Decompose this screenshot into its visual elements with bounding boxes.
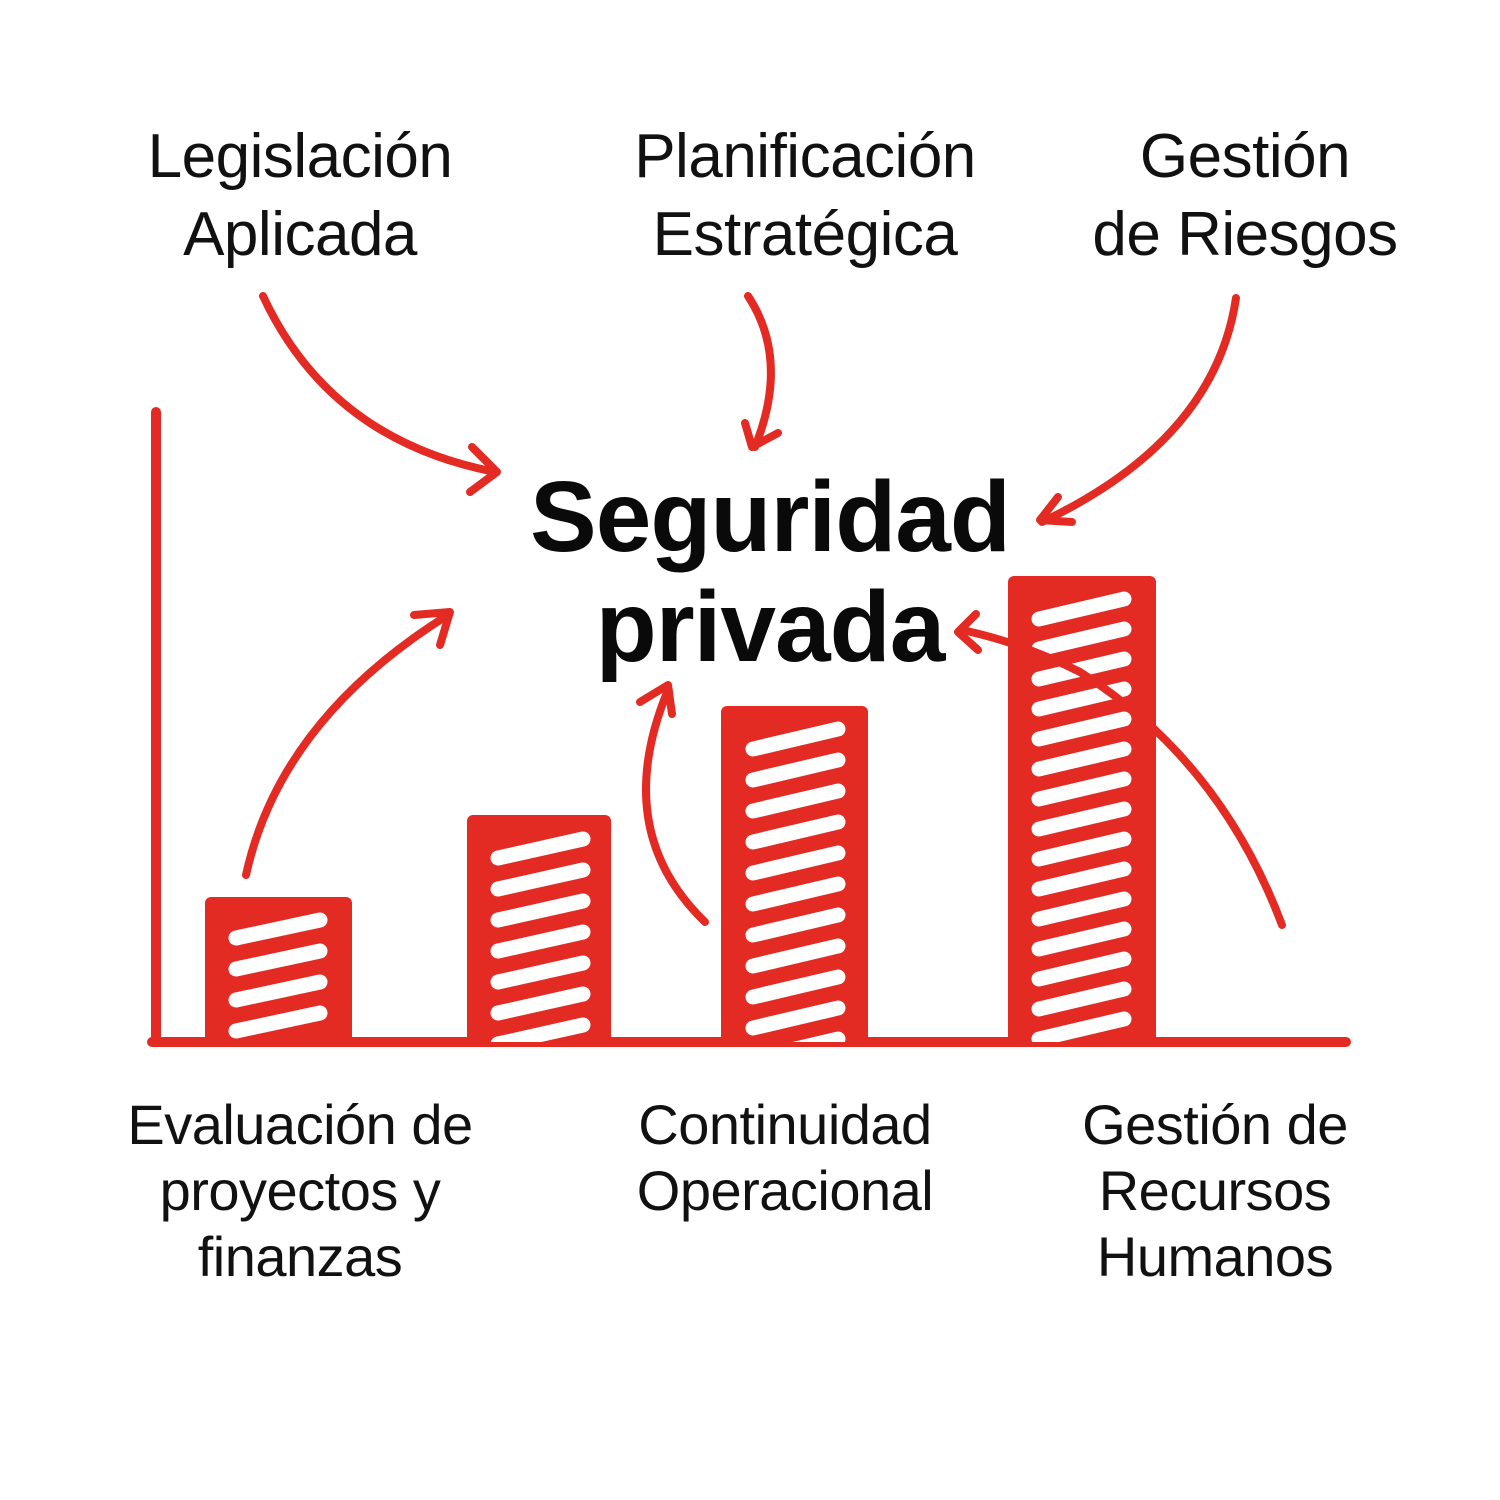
title-line: privada <box>595 571 946 683</box>
arrow-icon-planificacion <box>741 292 782 451</box>
arrow-icon-recursos <box>954 610 1286 929</box>
label-line: Continuidad <box>638 1093 932 1156</box>
label-line: de Riesgos <box>1092 200 1398 269</box>
label-line: Recursos <box>1098 1159 1332 1222</box>
arrow-icon-riesgos <box>1036 294 1240 526</box>
label-line: Legislación <box>147 122 453 191</box>
label-line: Planificación <box>634 122 976 191</box>
bar-4 <box>1008 576 1156 1045</box>
label-gestion-de-riesgos: Gestión de Riesgos <box>1055 118 1435 274</box>
label-continuidad-operacional: Continuidad Operacional <box>580 1092 990 1224</box>
bar-1 <box>205 897 352 1045</box>
arrow-icon-continuidad <box>636 681 709 926</box>
label-line: Gestión <box>1139 122 1351 191</box>
bar-3 <box>721 706 868 1045</box>
arrow-icon-legislacion <box>259 292 501 496</box>
label-line: Humanos <box>1096 1225 1334 1288</box>
bar-chart-icon <box>205 576 1156 1045</box>
label-line: Estratégica <box>652 200 958 269</box>
label-line: Operacional <box>636 1159 934 1222</box>
label-gestion-recursos-humanos: Gestión de Recursos Humanos <box>1030 1092 1400 1290</box>
central-concept-title: Seguridad privada <box>470 462 1070 682</box>
label-planificacion-estrategica: Planificación Estratégica <box>575 118 1035 274</box>
label-line: finanzas <box>197 1225 403 1288</box>
bar-2 <box>467 815 611 1045</box>
label-line: Gestión de <box>1082 1093 1348 1156</box>
title-line: Seguridad <box>530 461 1011 573</box>
label-evaluacion-proyectos-finanzas: Evaluación de proyectos y finanzas <box>80 1092 520 1290</box>
label-line: Aplicada <box>183 200 417 269</box>
label-legislacion-aplicada: Legislación Aplicada <box>95 118 505 274</box>
label-line: Evaluación de <box>127 1093 473 1156</box>
arrow-icon-evaluacion <box>242 608 454 879</box>
label-line: proyectos y <box>159 1159 441 1222</box>
